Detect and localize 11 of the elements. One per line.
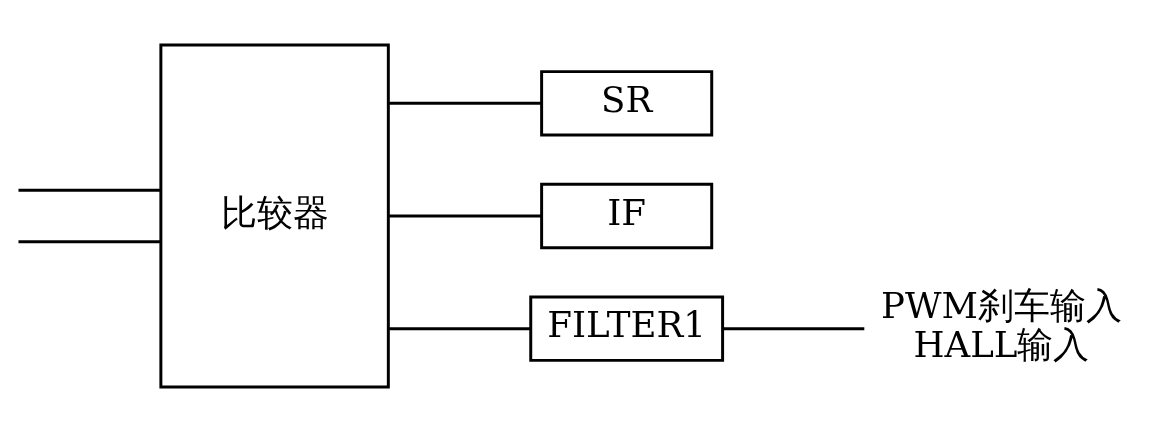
node-box: 比较器 xyxy=(159,43,390,389)
node-text: PWM刹车输入 HALL输入 xyxy=(880,284,1122,366)
connector xyxy=(388,214,542,218)
node-box: FILTER1 xyxy=(529,295,725,362)
connector xyxy=(388,327,531,331)
node-box: IF xyxy=(540,182,714,250)
connector xyxy=(18,188,161,192)
connector xyxy=(723,327,865,331)
connector xyxy=(388,101,542,105)
connector xyxy=(18,240,161,244)
node-box: SR xyxy=(540,70,714,137)
